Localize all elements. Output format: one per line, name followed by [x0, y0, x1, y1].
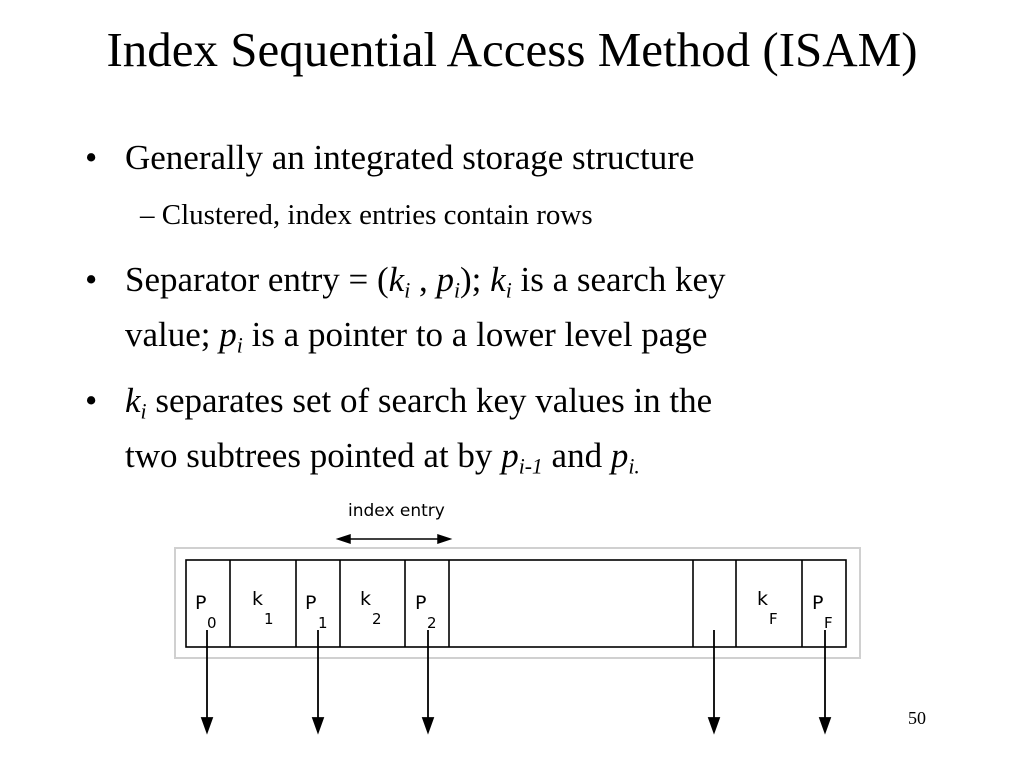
cell-p0-letter: P [195, 592, 206, 614]
page-shadow-frame [174, 547, 861, 659]
cell-pf-sub: F [824, 614, 833, 632]
cell-k1-sub: 1 [264, 610, 274, 628]
index-page-box [185, 559, 847, 648]
cell-p2-sub: 2 [427, 614, 437, 632]
pointer-arrows [200, 630, 832, 735]
bullet-marker: • [85, 381, 98, 420]
index-entry-span-arrow [335, 533, 453, 545]
cell-p1-letter: P [305, 592, 316, 614]
bullet-text: ki separates set of search key values in… [125, 381, 713, 479]
cell-kf-letter: k [757, 588, 768, 610]
bullet-marker: • [85, 260, 98, 299]
cell-k1-letter: k [252, 588, 263, 610]
cell-p0-sub: 0 [207, 614, 217, 632]
bullet-text: Separator entry = (ki , pi); ki is a sea… [125, 260, 726, 358]
cell-p1-sub: 1 [318, 614, 328, 632]
sub-bullet-clustered: – Clustered, index entries contain rows [140, 199, 593, 231]
slide-title: Index Sequential Access Method (ISAM) [106, 22, 918, 77]
index-entry-label: index entry [348, 501, 445, 521]
cell-k2-letter: k [360, 588, 371, 610]
cell-p2-letter: P [415, 592, 426, 614]
cell-labels: P 0 k 1 P 1 k 2 P 2 k F P F [195, 588, 833, 632]
cell-dividers [229, 560, 803, 647]
bullet-marker: • [85, 138, 98, 177]
cell-kf-sub: F [769, 610, 778, 628]
slide-number: 50 [908, 708, 926, 728]
cell-k2-sub: 2 [372, 610, 382, 628]
cell-pf-letter: P [812, 592, 823, 614]
bullet-text: Generally an integrated storage structur… [125, 138, 695, 177]
